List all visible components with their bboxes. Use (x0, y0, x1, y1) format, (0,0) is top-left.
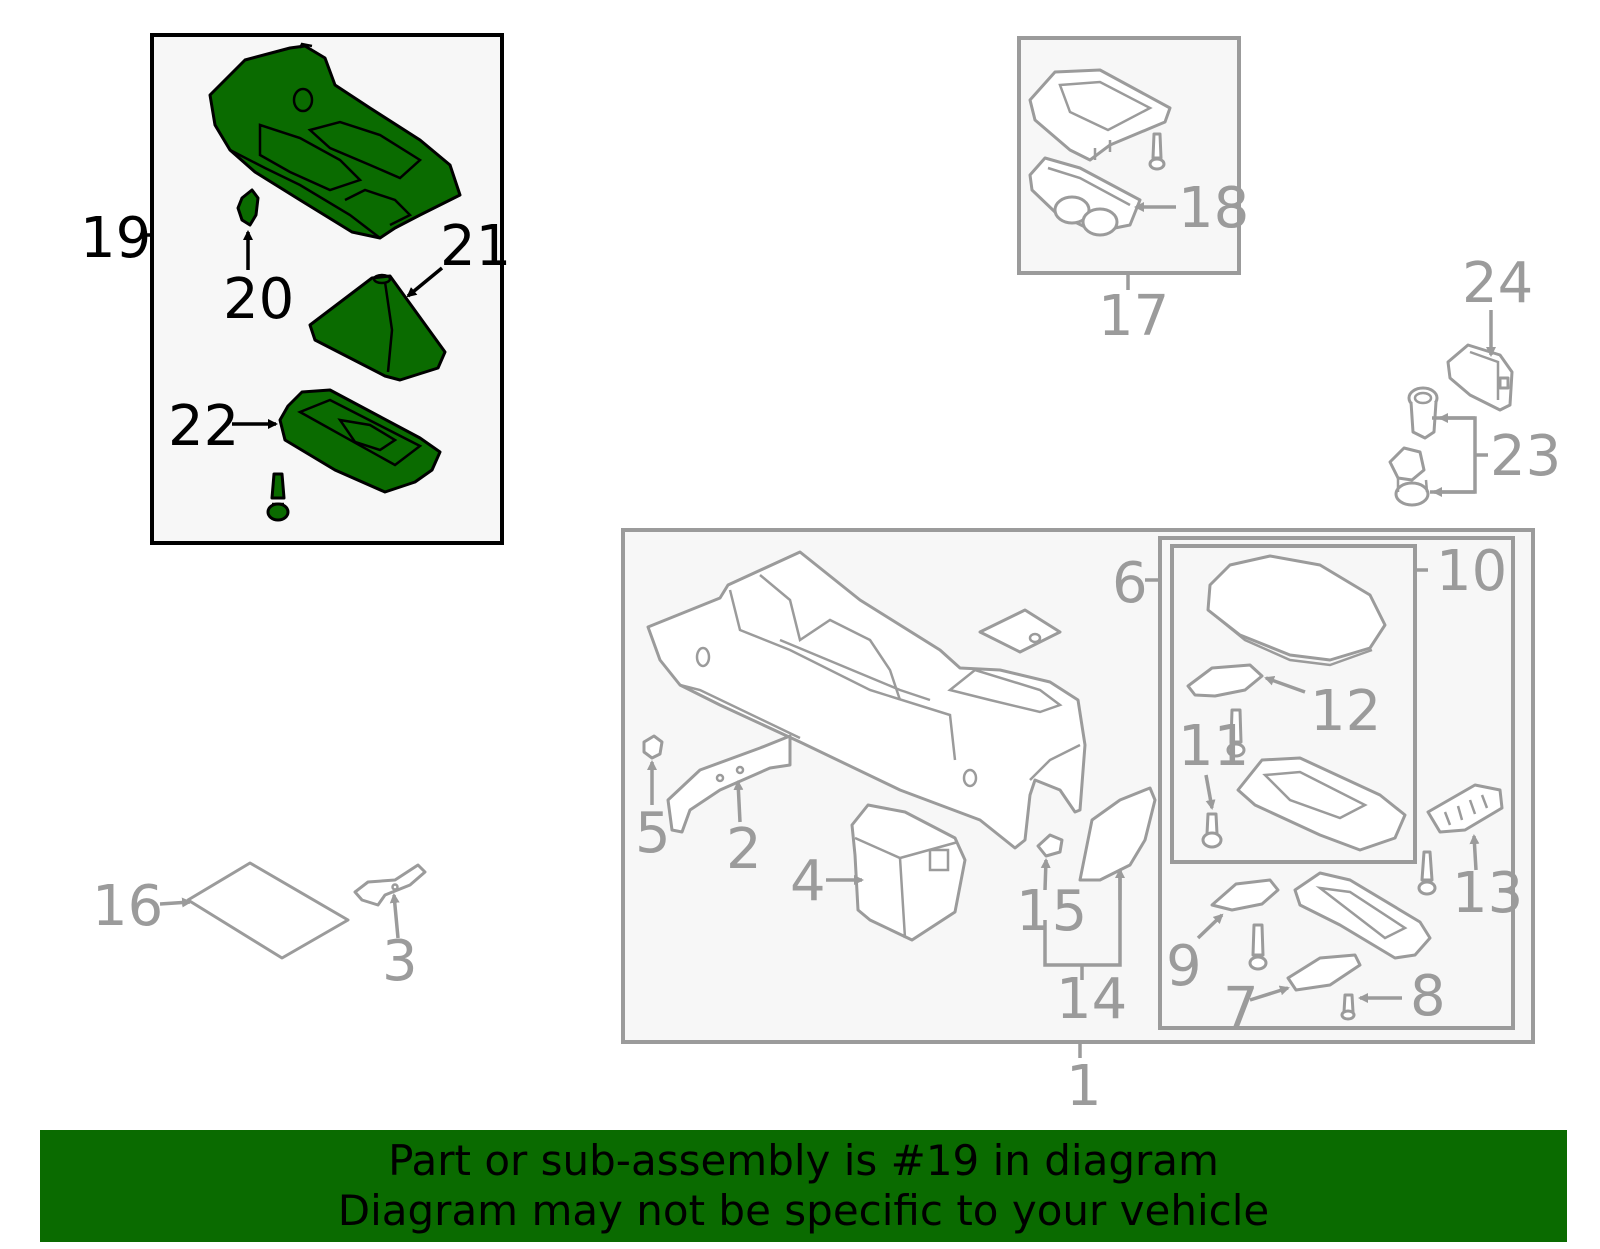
callout-14: 14 (1056, 967, 1127, 1032)
part-1-console-body (646, 550, 1087, 850)
arrow-15 (1040, 858, 1051, 891)
banner-line-2: Diagram may not be specific to your vehi… (337, 1186, 1270, 1235)
part-14-side-trim (1078, 786, 1157, 882)
callout-15: 15 (1016, 879, 1087, 944)
callout-17: 17 (1098, 284, 1169, 349)
arrow-16 (159, 897, 192, 908)
arrow-21 (406, 266, 444, 298)
callout-18: 18 (1178, 176, 1249, 241)
part-6-tray (1293, 871, 1432, 960)
part-20-clip (236, 188, 260, 227)
part-11-screw-lower (1201, 812, 1223, 849)
part-9-screw (1248, 923, 1268, 971)
callout-4: 4 (790, 849, 826, 914)
part-4-bin (850, 803, 967, 942)
part-17-screw (1148, 132, 1166, 171)
part-3-bracket (353, 863, 427, 907)
callout-24: 24 (1462, 251, 1533, 316)
assembly-17-group (1017, 36, 1241, 290)
callout-6: 6 (1112, 551, 1148, 616)
bracket-14 (1043, 868, 1125, 980)
callout-19: 19 (80, 206, 151, 271)
part-22-screw (266, 472, 290, 522)
assembly-19-group (140, 33, 504, 545)
callout-21: 21 (440, 214, 511, 279)
callout-8: 8 (1410, 964, 1446, 1029)
callout-22: 22 (168, 394, 239, 459)
part-13-screw (1417, 850, 1437, 896)
part-15-clip (1036, 833, 1064, 858)
part-11-screw-upper (1226, 708, 1246, 758)
part-9-latch (1210, 878, 1280, 912)
part-23-socket-lower (1388, 446, 1430, 507)
part-19-upper-trim (208, 42, 462, 240)
callout-12: 12 (1310, 679, 1381, 744)
callout-11: 11 (1178, 714, 1249, 779)
part-8-fastener (1340, 993, 1356, 1021)
part-23-socket-upper (1407, 386, 1439, 440)
callout-23: 23 (1490, 424, 1561, 489)
part-10-armrest-lid (1206, 554, 1387, 667)
arrow-7 (1249, 985, 1290, 1002)
part-18-cupholder (1028, 156, 1142, 237)
callout-16: 16 (92, 874, 163, 939)
callout-3: 3 (382, 929, 418, 994)
part-2-bracket (666, 734, 792, 834)
callout-2: 2 (726, 817, 762, 882)
part-13-vent (1426, 783, 1504, 834)
callout-10: 10 (1436, 539, 1507, 604)
arrow-12 (1264, 675, 1306, 694)
part-24-switch (1446, 343, 1514, 412)
callout-5: 5 (635, 801, 671, 866)
part-21-shift-boot (308, 273, 447, 382)
arrow-3 (389, 893, 400, 939)
callout-1: 1 (1066, 1054, 1102, 1119)
part-1-pad (978, 608, 1062, 654)
banner-line-1: Part or sub-assembly is #19 in diagram (388, 1136, 1219, 1185)
part-1-pad-hole (1028, 632, 1042, 644)
arrow-13 (1469, 834, 1480, 871)
arrow-11 (1204, 774, 1216, 810)
part-5-clip (642, 734, 664, 760)
callout-20: 20 (223, 267, 294, 332)
arrow-9 (1196, 913, 1224, 940)
callout-7: 7 (1223, 976, 1259, 1041)
part-7-clip (1286, 953, 1362, 992)
assembly-1-group (621, 528, 1535, 1058)
callout-9: 9 (1166, 934, 1202, 999)
callout-13: 13 (1452, 861, 1523, 926)
part-16-mat (186, 861, 350, 960)
part-12-latch (1186, 663, 1264, 698)
part-10-inner-bin (1236, 756, 1407, 852)
part-17-cupholder-trim (1028, 68, 1172, 162)
part-22-bezel (278, 388, 442, 494)
arrow-2 (733, 780, 744, 823)
bracket-23 (1430, 413, 1488, 497)
info-banner: Part or sub-assembly is #19 in diagram D… (40, 1130, 1567, 1242)
